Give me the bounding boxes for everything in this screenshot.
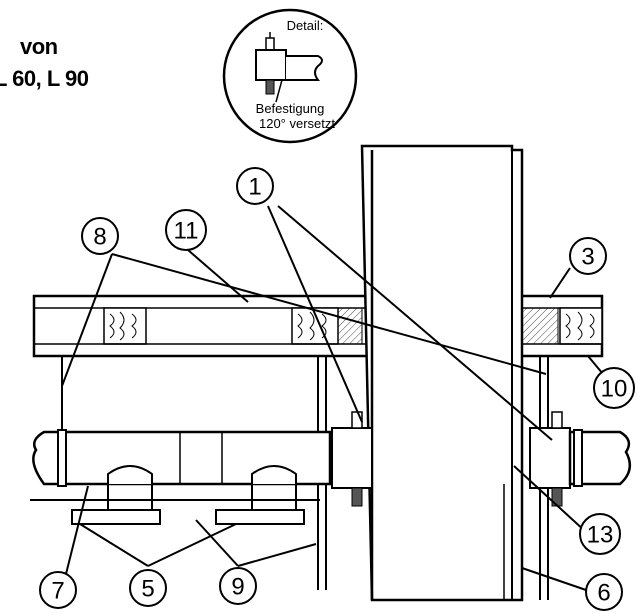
svg-text:1: 1	[248, 174, 261, 201]
leader-lines	[61, 205, 609, 591]
fixtures-left	[30, 465, 320, 525]
detail-heading: Detail:	[287, 18, 324, 33]
callout-10: 10	[593, 367, 635, 409]
svg-text:8: 8	[93, 224, 106, 251]
title-line-1: von	[20, 34, 58, 59]
fire-collars	[331, 411, 571, 507]
detail-inset: Detail: Befestigung 120° versetzt	[222, 8, 358, 144]
vertical-shaft	[360, 144, 524, 602]
callout-8: 8	[81, 217, 119, 255]
callout-6: 6	[585, 573, 623, 611]
svg-text:10: 10	[601, 376, 628, 403]
svg-text:9: 9	[231, 574, 244, 601]
svg-text:5: 5	[141, 576, 154, 603]
detail-caption-1: Befestigung	[256, 101, 325, 116]
svg-text:11: 11	[174, 218, 199, 245]
detail-caption-2: 120° versetzt	[259, 116, 335, 131]
callout-7: 7	[39, 571, 77, 609]
callout-3: 3	[569, 237, 607, 275]
callout-11: 11	[165, 209, 207, 251]
title-line-2: L 60, L 90	[0, 66, 89, 91]
svg-text:3: 3	[581, 244, 594, 271]
callout-1: 1	[236, 167, 274, 205]
wood-beam-right	[559, 307, 603, 345]
svg-text:13: 13	[587, 522, 614, 549]
pipe-right	[568, 429, 632, 487]
svg-text:7: 7	[51, 578, 64, 605]
callout-9: 9	[219, 567, 257, 605]
svg-text:6: 6	[597, 580, 610, 607]
wood-beam-left	[103, 307, 147, 345]
callout-13: 13	[579, 513, 621, 555]
callout-5: 5	[129, 569, 167, 607]
ceiling-slab	[32, 294, 604, 358]
